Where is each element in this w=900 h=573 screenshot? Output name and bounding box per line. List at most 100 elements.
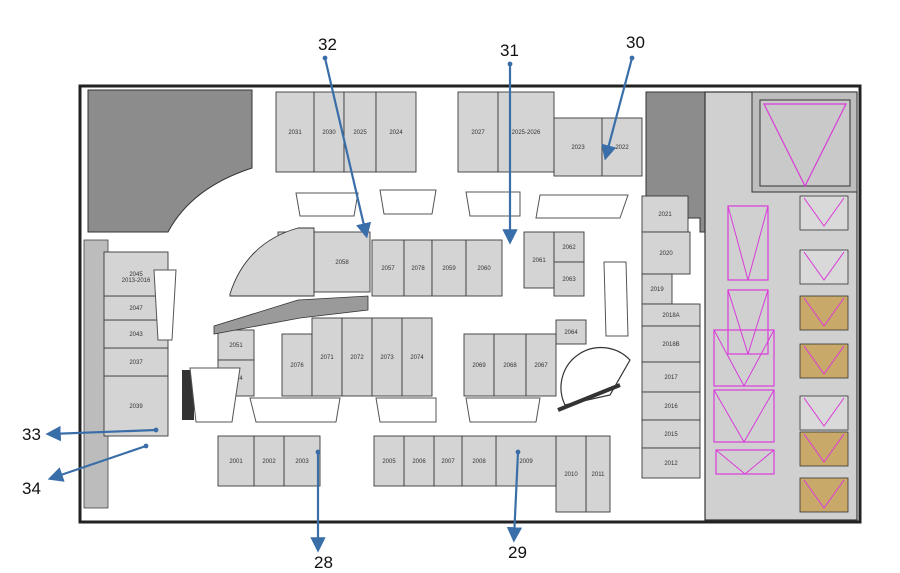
- store-unit-2017[interactable]: 2017: [641, 361, 701, 393]
- store-unit-2074[interactable]: 2074: [401, 317, 433, 397]
- callout-number: 30: [626, 33, 645, 52]
- store-unit-2005[interactable]: 2005: [373, 435, 405, 487]
- store-unit-2018A[interactable]: 2018A: [641, 303, 701, 327]
- callout-29: 29: [506, 449, 527, 562]
- store-unit-2037[interactable]: 2037: [103, 347, 169, 377]
- callout-dot: [315, 449, 321, 455]
- store-label: 2047: [129, 306, 143, 312]
- store-unit-2057[interactable]: 2057: [371, 239, 405, 297]
- store-label: 2072: [350, 355, 364, 361]
- store-label: 2059: [442, 266, 456, 272]
- callout-arrow: [45, 425, 157, 442]
- store-label: 2007: [441, 459, 455, 465]
- store-unit-2011[interactable]: 2011: [585, 435, 611, 513]
- store-unit-2021[interactable]: 2021: [641, 195, 689, 233]
- store-unit-2039[interactable]: 2039: [103, 375, 169, 437]
- store-label: 2057: [381, 266, 395, 272]
- store-unit-2020[interactable]: 2020: [641, 231, 691, 275]
- store-unit-2036-outline: [229, 227, 315, 297]
- store-unit-2064[interactable]: 2064: [555, 319, 587, 345]
- seating-block-7: [799, 477, 849, 513]
- store-unit-2025-2026[interactable]: 2025-2026: [497, 91, 555, 173]
- seating-block-3: [799, 295, 849, 331]
- store-unit-2068[interactable]: 2068: [493, 333, 527, 397]
- store-label: 2051: [229, 343, 243, 349]
- store-unit-2013-2016[interactable]: 2013-2016: [122, 278, 151, 284]
- callout-34: 34: [22, 443, 149, 498]
- store-label: 2018A: [662, 313, 679, 319]
- store-unit-2010[interactable]: 2010: [555, 435, 587, 513]
- store-label: 2003: [295, 459, 309, 465]
- store-unit-2062[interactable]: 2062: [553, 231, 585, 263]
- store-label: 2031: [288, 130, 302, 136]
- store-label: 2018B: [662, 342, 679, 348]
- store-unit-2027[interactable]: 2027: [457, 91, 499, 173]
- store-label: 2068: [503, 363, 517, 369]
- store-label: 2012: [664, 461, 678, 467]
- store-unit-2059[interactable]: 2059: [431, 239, 467, 297]
- store-label: 2060: [477, 266, 491, 272]
- store-label: 2025-2026: [512, 130, 541, 136]
- store-label: 2058: [335, 260, 349, 266]
- auditorium-1: [727, 205, 769, 281]
- store-label: 2024: [389, 130, 403, 136]
- store-label: 2015: [664, 432, 678, 438]
- callout-32: 32: [318, 35, 372, 239]
- store-unit-2023[interactable]: 2023: [553, 117, 603, 177]
- store-unit-2007[interactable]: 2007: [433, 435, 463, 487]
- auditorium-5: [715, 449, 775, 475]
- store-unit-2061[interactable]: 2061: [523, 231, 555, 289]
- store-label: 2027: [471, 130, 485, 136]
- callout-dot: [153, 427, 159, 433]
- store-label: 2005: [382, 459, 396, 465]
- store-unit-2058[interactable]: 2058: [313, 231, 371, 293]
- store-unit-2001[interactable]: 2001: [217, 435, 255, 487]
- store-unit-2009[interactable]: 2009: [495, 435, 557, 487]
- store-label: 2073: [380, 355, 394, 361]
- auditorium-4: [713, 329, 775, 387]
- store-unit-2060[interactable]: 2060: [465, 239, 503, 297]
- callout-dot: [143, 443, 149, 449]
- callout-arrow: [601, 57, 634, 161]
- auditorium-2: [727, 289, 769, 355]
- store-unit-2015[interactable]: 2015: [641, 419, 701, 449]
- store-label: 2013-2016: [122, 278, 151, 284]
- store-unit-2006[interactable]: 2006: [403, 435, 435, 487]
- store-unit-2008[interactable]: 2008: [461, 435, 497, 487]
- callout-28: 28: [310, 449, 333, 572]
- auditorium-3: [713, 389, 775, 443]
- store-unit-2024[interactable]: 2024: [375, 91, 417, 173]
- store-unit-2073[interactable]: 2073: [371, 317, 403, 397]
- store-unit-2016[interactable]: 2016: [641, 391, 701, 421]
- store-unit-2019[interactable]: 2019: [641, 273, 673, 305]
- store-unit-2069[interactable]: 2069: [463, 333, 495, 397]
- store-unit-2002[interactable]: 2002: [253, 435, 285, 487]
- store-unit-2003[interactable]: 2003: [283, 435, 321, 487]
- seating-block-2: [799, 249, 849, 285]
- callout-number: 34: [22, 479, 41, 498]
- store-label: 2002: [262, 459, 276, 465]
- store-label: 2030: [322, 130, 336, 136]
- store-label: 2067: [534, 363, 548, 369]
- store-unit-2018B[interactable]: 2018B: [641, 325, 701, 363]
- store-unit-2067[interactable]: 2067: [525, 333, 557, 397]
- store-unit-2051[interactable]: 2051: [217, 329, 255, 361]
- store-unit-2076[interactable]: 2076: [281, 333, 313, 397]
- cinema-auditoriums: [713, 99, 851, 513]
- store-unit-2078[interactable]: 2078: [403, 239, 433, 297]
- seating-block-4: [799, 343, 849, 379]
- store-unit-2071[interactable]: 2071: [311, 317, 343, 397]
- callout-number: 29: [508, 543, 527, 562]
- store-unit-2072[interactable]: 2072: [341, 317, 373, 397]
- store-unit-2063[interactable]: 2063: [553, 261, 585, 297]
- callout-dot: [515, 449, 521, 455]
- store-unit-2012[interactable]: 2012: [641, 447, 701, 479]
- store-unit-2030[interactable]: 2030: [313, 91, 345, 173]
- store-unit-2031[interactable]: 2031: [275, 91, 315, 173]
- store-label: 2019: [650, 287, 664, 293]
- block-divider: [213, 295, 369, 335]
- auditorium-main: [759, 99, 851, 187]
